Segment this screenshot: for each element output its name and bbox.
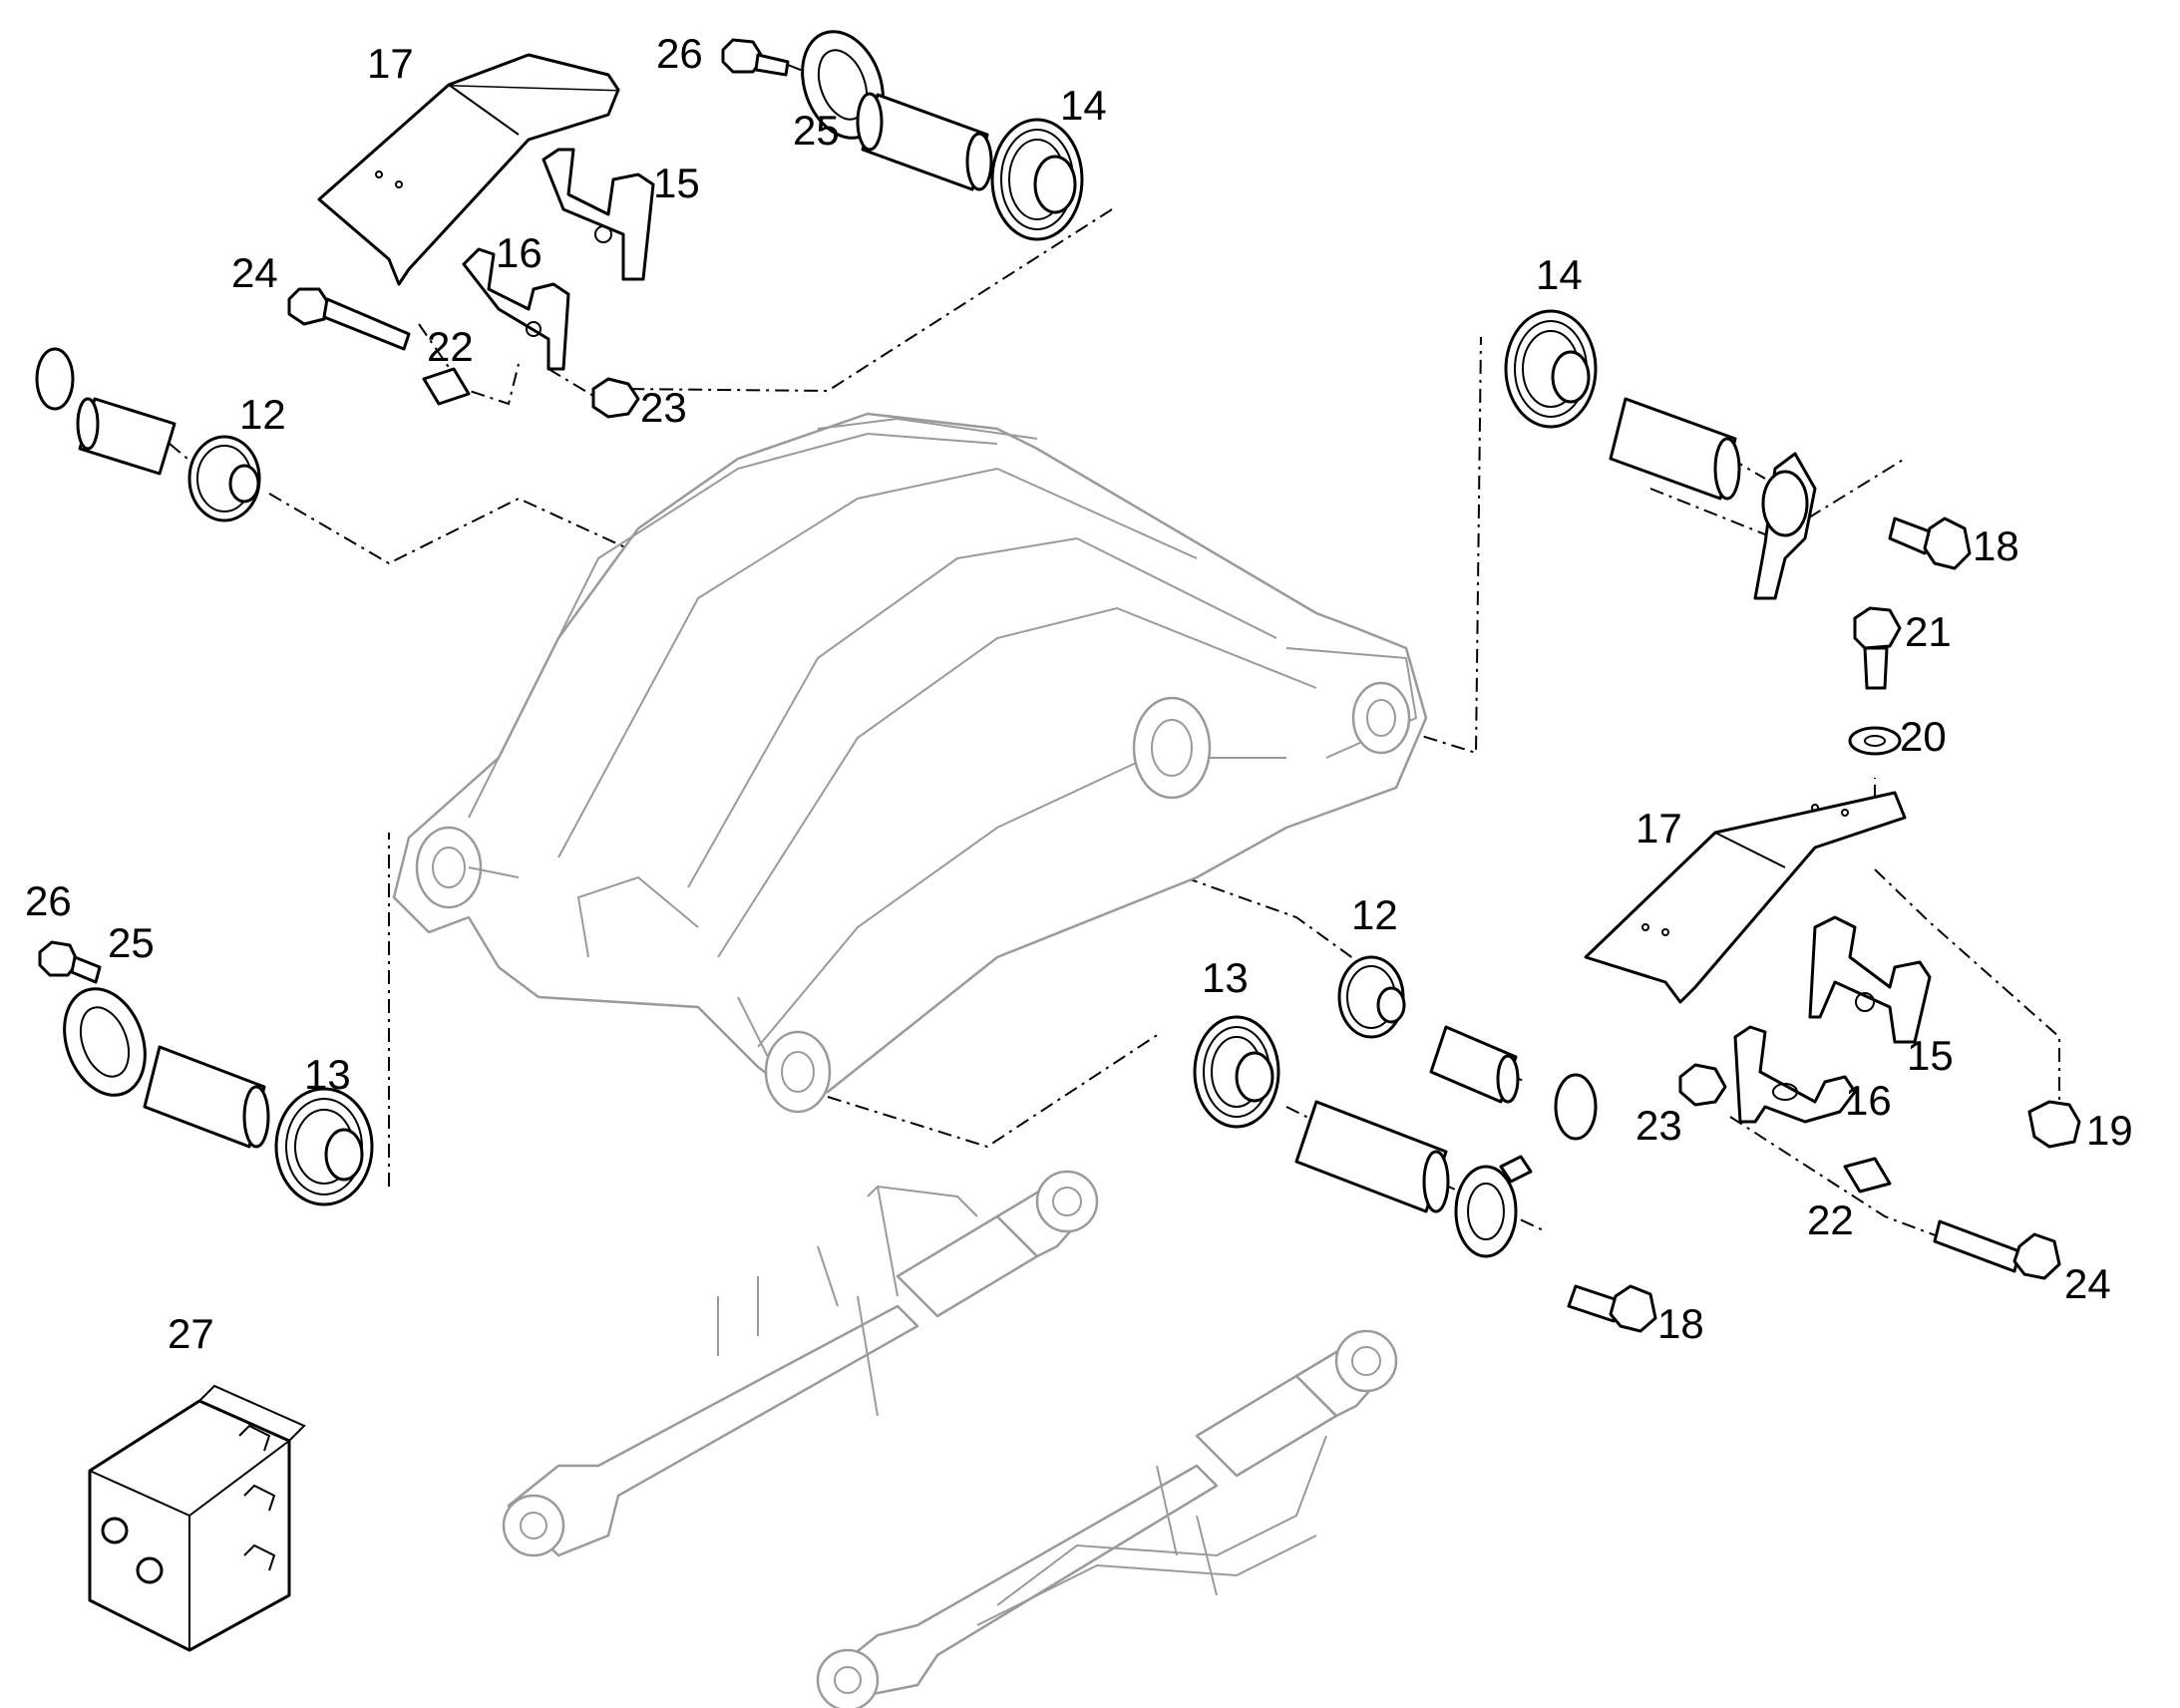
bushing-14-right bbox=[1504, 309, 1598, 429]
lift-cylinder-upper bbox=[502, 1170, 1099, 1557]
bushing-13-mid bbox=[1193, 1015, 1280, 1129]
callout-27: 27 bbox=[168, 1310, 214, 1357]
callout-24-left: 24 bbox=[231, 249, 278, 296]
callout-22-left: 22 bbox=[427, 323, 474, 370]
bushing-12-mid bbox=[1337, 955, 1406, 1039]
bracket-right-15 bbox=[1808, 915, 1932, 1044]
bolt-24-right bbox=[1933, 1219, 2061, 1280]
callout-15-top: 15 bbox=[653, 160, 700, 206]
spacer-22-left bbox=[422, 367, 471, 406]
callout-26-top: 26 bbox=[656, 30, 703, 77]
callout-15-right: 15 bbox=[1907, 1032, 1954, 1079]
nut-19 bbox=[2027, 1100, 2081, 1149]
boom-arm bbox=[392, 412, 1428, 1114]
pin-sleeve-mid-lower bbox=[1294, 1100, 1450, 1213]
spacer-22-right bbox=[1843, 1157, 1892, 1194]
snap-ring-left bbox=[35, 347, 75, 411]
callout-17-top: 17 bbox=[367, 40, 414, 87]
pin-sleeve-mid bbox=[1429, 1025, 1520, 1104]
callout-labels: 17 26 25 14 15 16 24 22 23 12 14 18 21 2… bbox=[25, 30, 2133, 1357]
nut-23-right bbox=[1678, 1063, 1727, 1107]
bolt-21 bbox=[1853, 606, 1902, 690]
bushing-14-top bbox=[990, 118, 1084, 241]
snap-ring-mid bbox=[1554, 1073, 1598, 1141]
callout-14-right: 14 bbox=[1536, 251, 1583, 298]
lock-plate-mid bbox=[1454, 1155, 1533, 1258]
callout-18-bottom: 18 bbox=[1657, 1300, 1704, 1347]
pin-sleeve-right bbox=[1609, 397, 1741, 501]
washer-25-left bbox=[63, 987, 147, 1097]
nut-23-top bbox=[591, 377, 640, 419]
callout-14-top: 14 bbox=[1060, 82, 1107, 129]
washer-20 bbox=[1848, 726, 1902, 756]
callout-21: 21 bbox=[1905, 608, 1952, 655]
pin-sleeve-top bbox=[856, 92, 993, 191]
bolt-26-top bbox=[721, 38, 790, 77]
callout-16-top: 16 bbox=[496, 229, 543, 276]
lift-cylinder-lower bbox=[816, 1329, 1398, 1708]
bolt-26-left bbox=[38, 940, 102, 984]
pin-sleeve-left-lower bbox=[143, 1045, 270, 1149]
callout-13-mid: 13 bbox=[1202, 954, 1249, 1001]
callout-13-left: 13 bbox=[304, 1051, 351, 1098]
callout-20: 20 bbox=[1900, 713, 1947, 760]
callout-12-mid: 12 bbox=[1351, 891, 1398, 938]
bracket-top-15 bbox=[542, 148, 655, 281]
lock-plate-right bbox=[1753, 452, 1817, 600]
callout-25-left: 25 bbox=[108, 919, 155, 966]
callout-22-right: 22 bbox=[1807, 1196, 1854, 1243]
cover-plate-top bbox=[317, 53, 620, 286]
callout-23-top: 23 bbox=[640, 384, 687, 431]
bolt-18-bottom bbox=[1567, 1284, 1657, 1333]
callout-16-right: 16 bbox=[1845, 1077, 1892, 1124]
parts-kit-box-27 bbox=[88, 1384, 306, 1652]
bushing-13-left bbox=[274, 1087, 374, 1206]
bolt-24-left bbox=[287, 287, 411, 351]
bracket-top-16 bbox=[462, 247, 570, 371]
callout-23-right: 23 bbox=[1635, 1102, 1682, 1149]
callout-12-left: 12 bbox=[239, 391, 286, 438]
bracket-right-16 bbox=[1733, 1025, 1857, 1124]
callout-18-top: 18 bbox=[1973, 522, 2019, 569]
callout-17-right: 17 bbox=[1635, 805, 1682, 852]
bushing-12-left bbox=[187, 435, 261, 522]
callout-26-left: 26 bbox=[25, 877, 72, 924]
callout-25-top: 25 bbox=[793, 107, 840, 154]
cover-plate-right bbox=[1584, 791, 1907, 1004]
callout-19: 19 bbox=[2086, 1107, 2133, 1154]
bolt-18-top bbox=[1888, 516, 1972, 570]
callout-24-right: 24 bbox=[2064, 1260, 2111, 1307]
pin-sleeve-left bbox=[76, 397, 177, 476]
